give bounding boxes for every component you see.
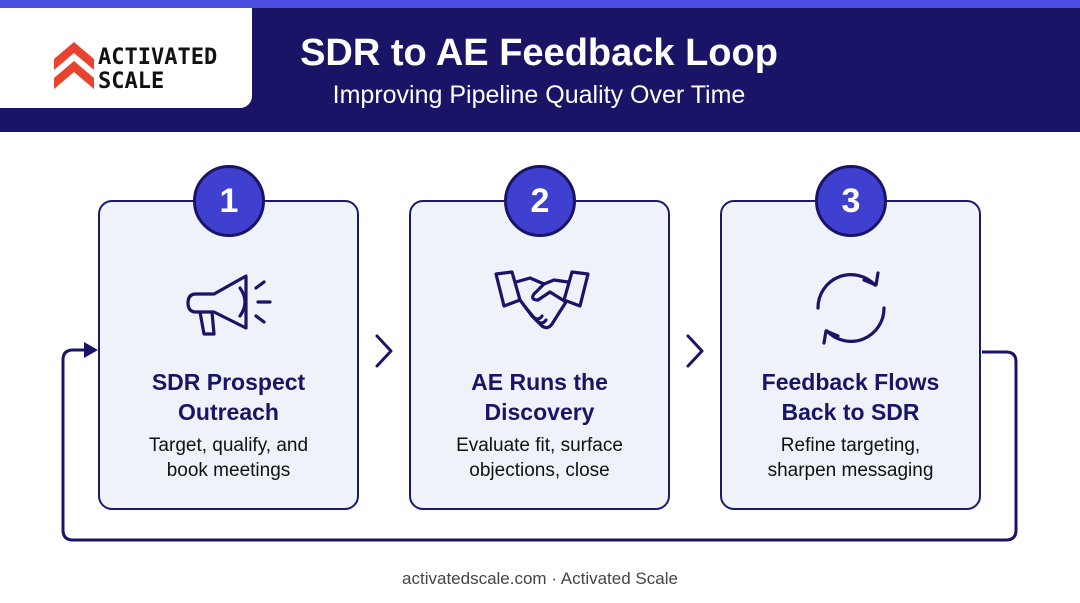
step-title-3-line-1: Feedback Flows [761, 369, 940, 395]
logo-chevron-icon [54, 42, 94, 89]
page-subtitle: Improving Pipeline Quality Over Time [332, 81, 746, 109]
footer-credit: activatedscale.com · Activated Scale [402, 569, 678, 588]
handshake-icon [494, 270, 590, 330]
step-number-1: 1 [193, 165, 265, 237]
step-card-1 [98, 200, 359, 510]
step-arrow-2-to-3 [686, 334, 704, 368]
step-desc-2-line-2: objections, close [469, 460, 610, 481]
logo-line-2: SCALE [98, 69, 165, 94]
step-desc-2-line-1: Evaluate fit, surface [456, 435, 623, 456]
step-number-2: 2 [504, 165, 576, 237]
step-desc-3-line-1: Refine targeting, [780, 435, 921, 456]
step-title-2: AE Runs the Discovery [409, 367, 670, 427]
step-card-3 [720, 200, 981, 510]
header-accent-line [0, 0, 1080, 8]
step-desc-3: Refine targeting, sharpen messaging [720, 433, 981, 483]
step-desc-1-line-2: book meetings [166, 460, 291, 481]
megaphone-icon [186, 274, 272, 336]
step-title-1: SDR Prospect Outreach [98, 367, 359, 427]
logo: ACTIVATED SCALE [0, 8, 252, 108]
refresh-cycle-icon [816, 271, 886, 345]
logo-wordmark: ACTIVATED SCALE [98, 46, 217, 94]
step-desc-2: Evaluate fit, surface objections, close [409, 433, 670, 483]
step-card-2 [409, 200, 670, 510]
loop-return-line [61, 348, 1018, 542]
step-title-3-line-2: Back to SDR [781, 399, 920, 425]
step-title-2-line-2: Discovery [484, 399, 595, 425]
page-title: SDR to AE Feedback Loop [300, 32, 778, 74]
step-title-2-line-1: AE Runs the [471, 369, 608, 395]
logo-line-1: ACTIVATED [98, 45, 218, 70]
step-desc-1: Target, qualify, and book meetings [98, 433, 359, 483]
step-title-1-line-2: Outreach [178, 399, 279, 425]
step-title-1-line-1: SDR Prospect [151, 369, 306, 395]
step-desc-1-line-1: Target, qualify, and [148, 435, 309, 456]
step-number-3: 3 [815, 165, 887, 237]
step-arrow-1-to-2 [375, 334, 393, 368]
loop-arrowhead [84, 342, 98, 358]
step-desc-3-line-2: sharpen messaging [767, 460, 934, 481]
step-title-3: Feedback Flows Back to SDR [720, 367, 981, 427]
